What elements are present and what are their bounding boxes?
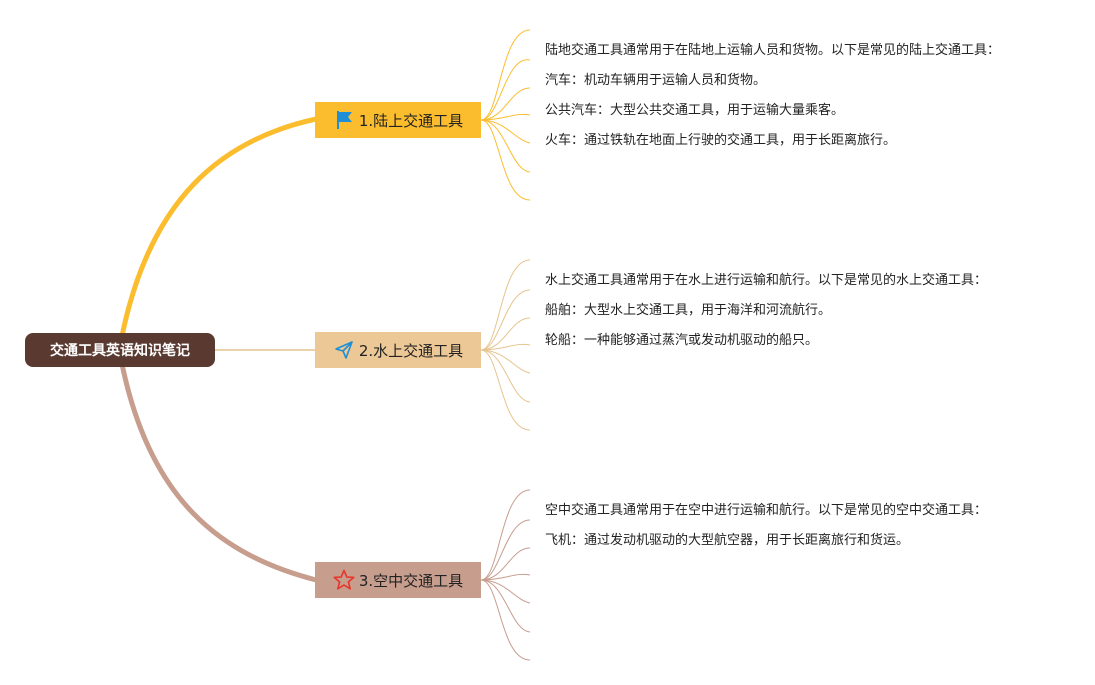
- root-node[interactable]: 交通工具英语知识笔记: [25, 333, 215, 367]
- leaf-water-2: 轮船：一种能够通过蒸汽或发动机驱动的船只。: [545, 333, 819, 348]
- leaf-land-0: 陆地交通工具通常用于在陆地上运输人员和货物。以下是常见的陆上交通工具：: [545, 43, 1001, 58]
- branch-node-water[interactable]: 2.水上交通工具: [315, 332, 481, 368]
- branch-label: 1.陆上交通工具: [358, 111, 464, 130]
- leaf-land-2: 公共汽车：大型公共交通工具，用于运输大量乘客。: [545, 103, 845, 118]
- branch-2-fan: [480, 259, 531, 431]
- leaf-land-1: 汽车：机动车辆用于运输人员和货物。: [545, 73, 767, 88]
- branch-label: 2.水上交通工具: [358, 341, 464, 360]
- leaf-land-3: 火车：通过铁轨在地面上行驶的交通工具，用于长距离旅行。: [545, 133, 897, 148]
- root-label: 交通工具英语知识笔记: [50, 343, 190, 359]
- leaf-water-0: 水上交通工具通常用于在水上进行运输和航行。以下是常见的水上交通工具：: [545, 273, 988, 288]
- branch-node-air[interactable]: 3.空中交通工具: [315, 562, 481, 598]
- branch-3-fan: [480, 489, 531, 661]
- branch-1-fan: [480, 29, 531, 201]
- paper-plane-icon: [333, 339, 355, 361]
- leaf-air-1: 飞机：通过发动机驱动的大型航空器，用于长距离旅行和货运。: [545, 533, 910, 548]
- leaf-air-0: 空中交通工具通常用于在空中进行运输和航行。以下是常见的空中交通工具：: [545, 503, 988, 518]
- branch-label: 3.空中交通工具: [358, 571, 464, 590]
- flag-icon: [333, 109, 355, 131]
- branch-node-land[interactable]: 1.陆上交通工具: [315, 102, 481, 138]
- star-icon: [333, 569, 355, 591]
- leaf-water-1: 船舶：大型水上交通工具，用于海洋和河流航行。: [545, 303, 832, 318]
- connector-root-branch-3: [119, 361, 319, 583]
- connector-root-branch-1: [119, 116, 319, 339]
